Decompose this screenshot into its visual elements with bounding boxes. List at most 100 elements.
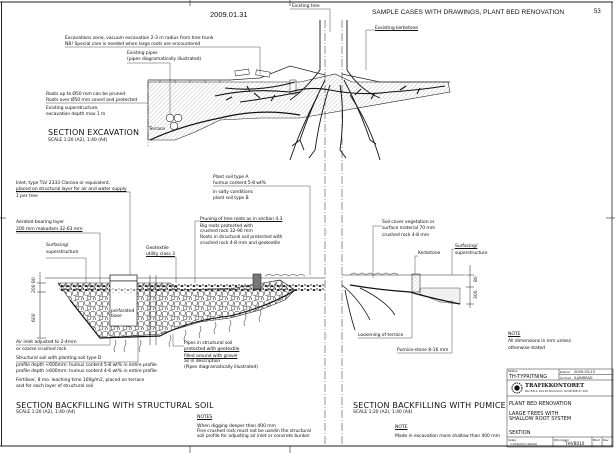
label-pruning: Pruning of tree roots as in section 4.3 xyxy=(200,217,283,222)
label-terrace: Terrace xyxy=(149,127,166,132)
dimension-300: 300 xyxy=(474,290,479,299)
label-inlet: placed on structural layer for air and w… xyxy=(16,187,127,192)
label-pruning: crushed rock 4-8 mm and geotextile xyxy=(200,241,281,246)
label-surfacing: superstructure xyxy=(46,250,79,255)
label-pruning: crushed rock 32-90 mm xyxy=(200,229,253,234)
drawing-number: THVB010 xyxy=(565,441,585,446)
label-existing-pipes: Existing pipes xyxy=(127,51,158,56)
label-pipes-structural: filled around with gravel xyxy=(184,354,238,359)
label-profile: profile depth <600mm: humus content 5-8 … xyxy=(16,363,157,368)
label-existing-kerbstone: Exsisting kerbstone xyxy=(375,26,419,31)
rev-label: Rev xyxy=(603,437,609,442)
label-pipes-structural: protected with geotextile xyxy=(184,347,240,352)
document-date: 2009.01.31 xyxy=(210,10,248,19)
notes-text: soil profile for adjusting air inlet or … xyxy=(197,434,310,439)
label-surfacing: Surfacing/ xyxy=(46,243,69,248)
scale-value: 1:20(A2)/1:40(A4) xyxy=(510,442,538,446)
label-plant-soil: Plant soil type A xyxy=(213,175,249,180)
structural-soil-section xyxy=(37,272,325,353)
label-pipes-structural: Pipes in structural soil xyxy=(184,341,233,346)
label-soil-cover: crushed rock 4-8 mm xyxy=(382,233,430,238)
note-excavation-zone: NB! Special care is needed when large ro… xyxy=(65,42,201,47)
notes-text: Fine crushed rock must not be usedin the… xyxy=(197,429,311,434)
organization-name: TRAFIKKONTORET xyxy=(525,383,585,389)
dimension-80: 80 xyxy=(32,277,37,283)
label-superstructure: Existing superstructure, xyxy=(46,106,99,111)
label-loosening: Loosening of terrace xyxy=(358,333,404,338)
drawing-description: SHALLOW ROOT SYSTEM xyxy=(509,416,572,422)
label-plant-soil: in salty conditions xyxy=(213,190,253,195)
label-superstructure: excavation depth max 1 m xyxy=(46,112,106,117)
label-soil-cover: surface material 70 mm xyxy=(382,226,436,231)
note-title: NOTE xyxy=(395,425,408,430)
section-title-excavation: SECTION EXCAVATION xyxy=(48,128,140,137)
date-value: 2009-03-23 xyxy=(574,370,595,374)
leader-lines xyxy=(16,8,455,363)
section-title-structural: SECTION BACKFILLING WITH STRUCTURAL SOIL xyxy=(16,401,214,410)
drawing-number-label: Ritningsnr xyxy=(554,437,570,442)
label-geotextile: utility class 3 xyxy=(146,252,175,257)
revision-value: ILJÄNDRAD xyxy=(574,375,593,380)
notes-text: When digging deeper than 400 mm xyxy=(197,424,276,429)
label-structural-soil: Structural soil with planting soil type … xyxy=(16,356,102,361)
page-number: 53 xyxy=(594,9,601,15)
label-pruning: Big roots protected with xyxy=(200,224,253,229)
note-text: otherwise stated xyxy=(508,346,545,351)
drawing-description: LARGE TREES WITH xyxy=(509,411,559,417)
project-title: PLANT BED RENOVATION xyxy=(509,401,572,407)
label-surfacing-pumice: Surfacing/ xyxy=(455,244,478,249)
note-text: Made in excavation more shallow than 400… xyxy=(395,434,500,439)
section-scale-pumice: SCALE 1:20 (A2), 1:40 (A4) xyxy=(353,410,413,415)
label-pipes-structural: as in description xyxy=(184,359,221,364)
tree-roots xyxy=(289,20,381,161)
sheet-type: SEKTION xyxy=(509,430,531,436)
dimension-600: 600 xyxy=(32,313,37,322)
label-perforated-base: base xyxy=(111,314,122,319)
excavation-section xyxy=(147,65,451,141)
label-roots: Roots over Ø50 mm saved and protected xyxy=(46,98,138,103)
label-geotextile: Geotextile xyxy=(146,246,169,251)
label-perforated-base: perforated xyxy=(111,309,135,314)
date-label: Datum xyxy=(560,370,571,374)
label-pumice-stone: Pumice-stone 8-16 mm xyxy=(397,348,449,353)
label-pruning: Roots in structural soil protected with xyxy=(200,235,283,240)
label-air-inlet: or coarse crushed rock xyxy=(16,347,67,352)
status-value: TH-TYPRITNING xyxy=(509,374,548,380)
label-fertiliser: Fertiliser, 8 mo. leaching time 100g/m2,… xyxy=(16,378,145,383)
label-profile: profile depth >600mm: humus content 4-6 … xyxy=(16,369,157,374)
label-air-inlet: Air inlet adjusted to 2-4mm xyxy=(16,340,77,345)
dimension-200: 200 xyxy=(32,284,37,293)
section-scale-structural: SCALE 1:20 (A2), 1:40 (A4) xyxy=(16,410,76,415)
pumice-section xyxy=(341,265,474,331)
label-soil-cover: Soil cover vegetation or xyxy=(382,220,435,225)
label-surfacing-pumice: superstructure xyxy=(455,251,488,256)
label-aerated-layer: 200 mm makadam 32-63 mm xyxy=(16,227,83,232)
revision-label: Ändrad xyxy=(560,375,571,380)
note-text: All dimensions in mm unless xyxy=(508,339,571,344)
label-plant-soil: plant soil type B xyxy=(213,196,249,201)
note-excavation-zone: Excavations zone, vacuum excavation 2-3 … xyxy=(65,36,214,41)
sheet-label: Blad xyxy=(593,437,600,442)
page-header-title: SAMPLE CASES WITH DRAWINGS, PLANT BED RE… xyxy=(372,9,565,16)
label-kerbstone: Kerbstone xyxy=(418,251,441,256)
status-label: Status xyxy=(508,369,518,373)
label-pipes-structural: (Pipes diagramatically illustrated) xyxy=(184,365,258,370)
label-existing-pipes: (pipes diagramatically illustrated) xyxy=(127,57,202,62)
label-inlet: Inlet, type TLV 2333 Clarova or equivale… xyxy=(16,181,110,186)
label-existing-tree: Existing tree xyxy=(292,4,320,9)
label-inlet: 1 per tree xyxy=(16,194,38,199)
notes-title: NOTES xyxy=(197,415,213,420)
label-fertiliser: and for each layer of structural soil xyxy=(16,384,94,389)
note-title: NOTE xyxy=(508,332,521,337)
label-roots: Roots up to Ø50 mm can be pruned xyxy=(46,92,126,97)
label-plant-soil: humus content 5-8 wt% xyxy=(213,181,266,186)
title-block-frame xyxy=(506,368,614,448)
label-aerated-layer: Aerated bearing layer xyxy=(16,220,65,225)
section-scale-excavation: SCALE 1:20 (A2), 1:40 (A4) xyxy=(48,138,108,143)
organization-address: Box 8311, 104 20 Stockholm, Tel 08-508 2… xyxy=(525,390,588,393)
section-title-pumice: SECTION BACKFILLING WITH PUMICE xyxy=(353,401,506,410)
dimension-80: 80 xyxy=(474,276,479,282)
